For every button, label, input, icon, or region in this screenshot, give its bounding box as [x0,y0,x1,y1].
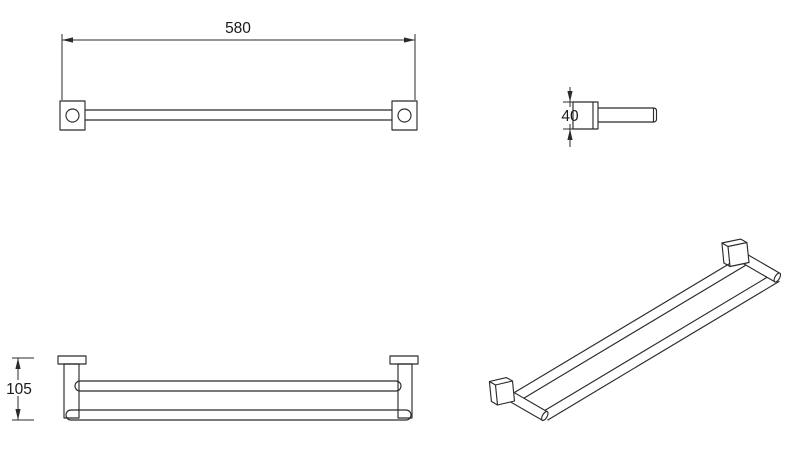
towel-bar-front [85,109,392,121]
post-circle-left [65,108,80,123]
post-rod-side [598,107,658,123]
front-width-dimension-label: 580 [225,20,251,37]
iso-rail-back [512,254,750,403]
arrowhead-right [404,37,415,43]
front-view: 580 [59,20,418,131]
wall-plate-edge-left [57,355,87,365]
arrowhead-top [567,91,573,102]
rail-inner [74,380,402,392]
wall-plate-edge-right [389,355,419,365]
iso-rail-front [542,272,780,421]
iso-post-right-endcap [773,272,782,283]
iso-plate-left-face [494,380,516,406]
plan-view: 105 [6,355,419,421]
extension-lines-plan [12,357,34,421]
extension-lines-side [563,101,573,130]
plan-projection-dimension-label: 105 [6,381,32,398]
arrowhead-top [15,358,21,369]
wall-plate-right [391,100,418,131]
arrowhead-left [62,37,73,43]
isometric-view [488,238,782,422]
iso-plate-right-corner-edge [721,242,729,247]
arrowhead-bottom [15,409,21,420]
iso-plate-left-corner-edge [489,381,496,386]
wall-plate-side [572,101,599,130]
side-plate-dimension-label: 40 [561,108,579,125]
iso-post-left-endcap [541,410,549,422]
arrowhead-bottom [567,129,573,140]
post-circle-right [397,108,412,123]
wall-plate-left [59,100,86,131]
iso-plate-right-face [727,242,750,268]
side-view: 40 [561,87,658,147]
rail-outer [65,409,412,421]
